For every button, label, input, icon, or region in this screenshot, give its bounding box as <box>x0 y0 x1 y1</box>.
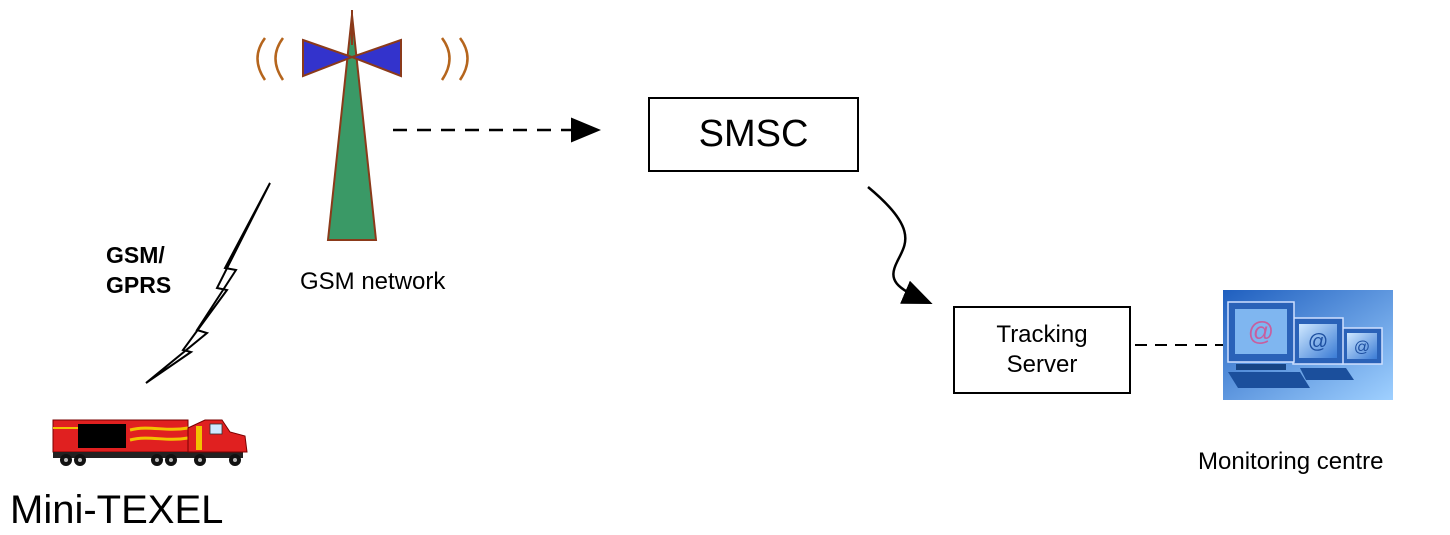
signal-waves-right-icon <box>440 37 469 81</box>
lightning-link-icon <box>145 182 271 384</box>
device-label: Mini-TEXEL <box>10 488 224 532</box>
tracking-server-label-line2: Server <box>1006 351 1078 378</box>
gsm-gprs-label: GSM/ GPRS <box>106 240 171 300</box>
truck-icon <box>52 419 248 466</box>
smsc-to-server-arrow <box>867 186 933 304</box>
smsc-box: SMSC <box>648 97 859 172</box>
svg-text:@: @ <box>1354 339 1370 356</box>
gsm-gprs-label-line1: GSM/ <box>106 242 165 268</box>
svg-text:@: @ <box>1248 316 1274 346</box>
radio-tower-icon <box>302 10 402 241</box>
svg-text:@: @ <box>1308 331 1328 353</box>
monitoring-centre-label: Monitoring centre <box>1198 448 1384 475</box>
gsm-gprs-label-line2: GPRS <box>106 272 172 298</box>
gsm-network-label: GSM network <box>300 268 446 295</box>
tracking-server-box: Tracking Server <box>953 306 1131 394</box>
smsc-label: SMSC <box>698 113 809 155</box>
tracking-server-label-line1: Tracking <box>996 321 1088 348</box>
computer-monitors-icon: @ @ @ <box>1223 290 1393 400</box>
signal-waves-left-icon <box>256 37 285 81</box>
